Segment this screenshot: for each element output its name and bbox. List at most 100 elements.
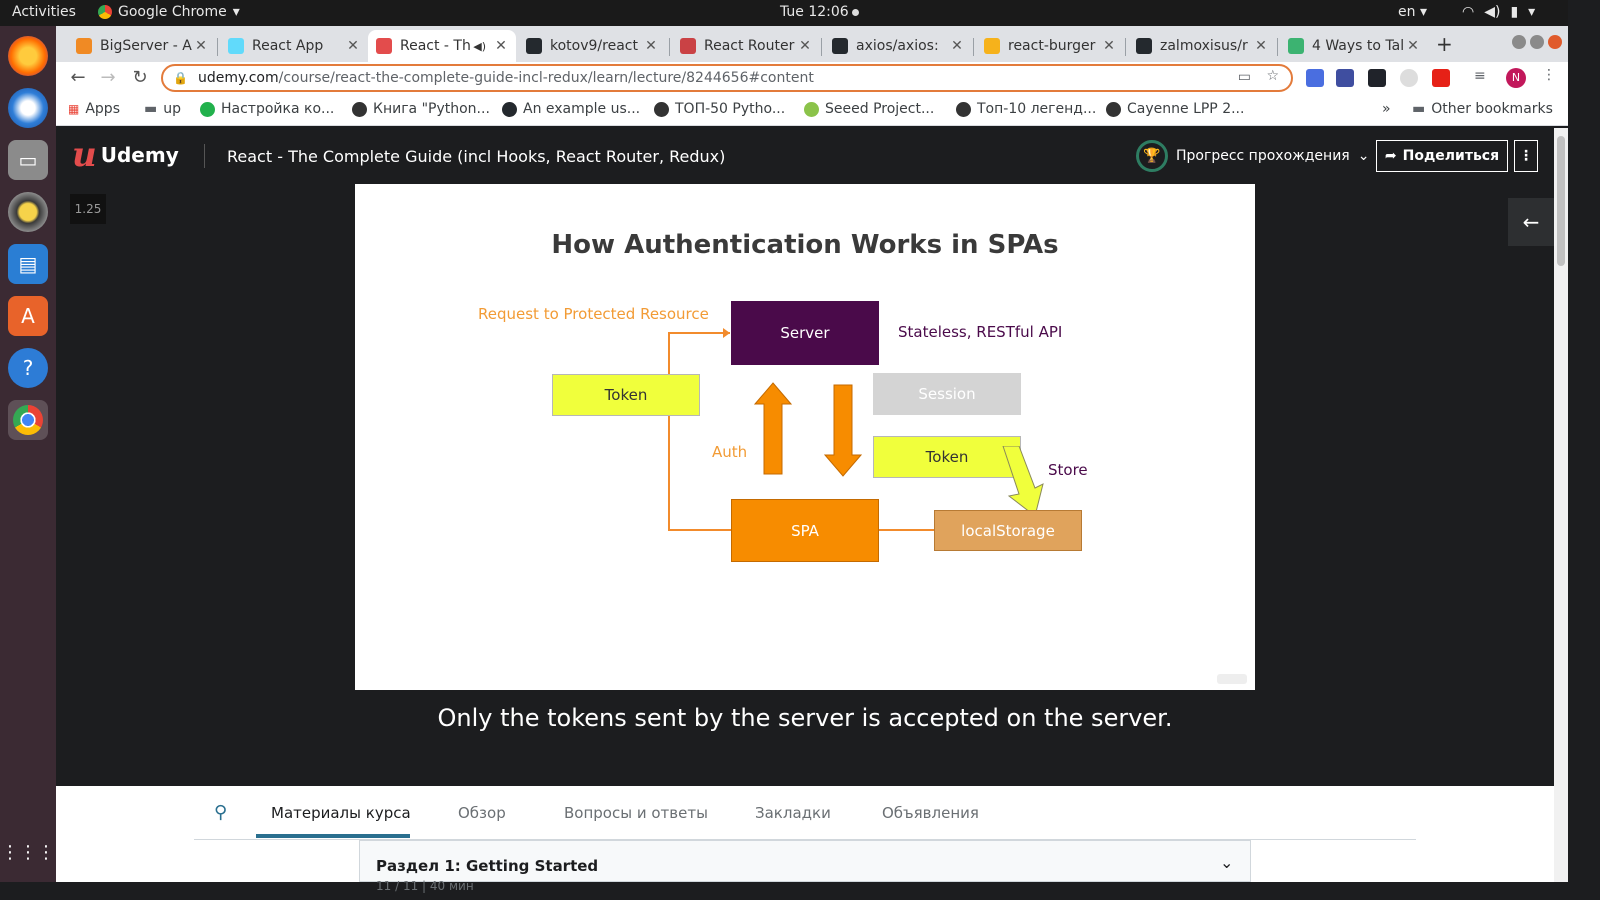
udemy-logo[interactable]: u Udemy (72, 138, 179, 172)
dock: ▭ ▤ A ? ⋮⋮⋮ (0, 26, 56, 882)
course-tabs: ⚲ Материалы курса Обзор Вопросы и ответы… (194, 786, 1416, 840)
video-caption: Only the tokens sent by the server is ac… (437, 704, 1173, 732)
browser-tab[interactable]: BigServer - A ✕ (68, 30, 216, 62)
bookmark-item[interactable]: Настройка ко... (200, 101, 334, 117)
tab-bookmarks[interactable]: Закладки (755, 804, 831, 822)
media-control-icon[interactable]: ≡ (1474, 68, 1486, 84)
browser-tab[interactable]: kotov9/react ✕ (518, 30, 666, 62)
bookmark-favicon-icon (200, 101, 215, 117)
address-bar[interactable]: 🔒 udemy.com/course/react-the-complete-gu… (161, 64, 1293, 92)
share-button[interactable]: ➦ Поделиться (1376, 140, 1508, 172)
chevron-down-icon: ⌄ (1357, 148, 1370, 164)
minimize-icon[interactable] (1512, 35, 1526, 49)
chrome-dock-icon[interactable] (8, 400, 48, 440)
menu-icon[interactable]: ⋮ (1542, 67, 1556, 83)
firefox-icon[interactable] (8, 36, 48, 76)
maximize-icon[interactable] (1530, 35, 1544, 49)
files-icon[interactable]: ▭ (8, 140, 48, 180)
translate-extension-icon[interactable] (1306, 69, 1324, 87)
activities-button[interactable]: Activities (12, 4, 76, 20)
playback-speed[interactable]: 1.25 (70, 194, 106, 224)
close-icon[interactable]: ✕ (347, 38, 359, 54)
spa-box: SPA (731, 499, 879, 562)
close-icon[interactable]: ✕ (1103, 38, 1115, 54)
tab-announcements[interactable]: Объявления (882, 804, 979, 822)
tab-overview[interactable]: Обзор (458, 804, 506, 822)
course-title[interactable]: React - The Complete Guide (incl Hooks, … (227, 147, 726, 166)
redux-devtools-icon[interactable] (1400, 69, 1418, 87)
language-indicator[interactable]: en ▾ (1398, 4, 1427, 20)
auth-arrow-up-icon (754, 382, 792, 475)
search-icon[interactable]: ⚲ (214, 802, 228, 823)
browser-tab[interactable]: axios/axios: ✕ (824, 30, 972, 62)
bookmark-folder-up[interactable]: ▬ up (144, 101, 181, 117)
wifi-icon: ◠ (1462, 4, 1475, 20)
system-tray[interactable]: ◠ ◀) ▮ ▾ (1462, 4, 1535, 20)
lock-icon: 🔒 (173, 71, 188, 85)
show-apps-icon[interactable]: ⋮⋮⋮ (1, 841, 55, 863)
browser-tab[interactable]: react-burger ✕ (976, 30, 1124, 62)
bookmark-item[interactable]: An example us... (502, 101, 640, 117)
close-icon[interactable]: ✕ (951, 38, 963, 54)
app-menu[interactable]: Google Chrome ▾ (98, 4, 240, 20)
progress-dropdown[interactable]: 🏆 Прогресс прохождения ⌄ (1136, 140, 1369, 172)
extension-icon[interactable] (1336, 69, 1354, 87)
close-icon[interactable]: ✕ (1255, 38, 1267, 54)
close-icon[interactable]: ✕ (645, 38, 657, 54)
token-box-right: Token (873, 436, 1021, 478)
bookmark-item[interactable]: ТОП-50 Pytho... (654, 101, 785, 117)
back-icon[interactable]: ← (70, 67, 86, 88)
bookmark-item[interactable]: Seeed Project... (804, 101, 934, 117)
tab-qa[interactable]: Вопросы и ответы (564, 804, 708, 822)
browser-tab[interactable]: React Router ✕ (672, 30, 820, 62)
clock[interactable]: Tue 12:06 (780, 4, 859, 20)
page-scrollbar[interactable] (1554, 128, 1568, 882)
more-options-button[interactable]: ⋮ (1514, 140, 1538, 172)
thunderbird-icon[interactable] (8, 88, 48, 128)
browser-tab[interactable]: React App ✕ (220, 30, 368, 62)
cast-icon[interactable]: ▭ (1237, 69, 1251, 85)
browser-tab[interactable]: zalmoxisus/r ✕ (1128, 30, 1276, 62)
close-icon[interactable]: ✕ (495, 38, 507, 54)
audio-icon[interactable]: ◀) (473, 39, 486, 53)
video-player[interactable]: 1.25 ← How Authentication Works in SPAs … (56, 184, 1554, 786)
new-tab-button[interactable]: + (1436, 32, 1453, 56)
writer-icon[interactable]: ▤ (8, 244, 48, 284)
reload-icon[interactable]: ↻ (132, 67, 148, 88)
window-close-icon[interactable] (1548, 35, 1562, 49)
chevron-down-icon: ▾ (1528, 4, 1536, 20)
close-icon[interactable]: ✕ (1407, 38, 1419, 54)
volume-icon: ◀) (1484, 4, 1501, 20)
bookmark-apps[interactable]: ▦ Apps (68, 101, 120, 117)
notification-dot-icon (851, 8, 859, 16)
react-devtools-icon[interactable] (1368, 69, 1386, 87)
course-section-header[interactable]: Раздел 1: Getting Started 11 / 11 | 40 м… (359, 840, 1251, 893)
logo-text: Udemy (100, 143, 179, 167)
bookmarks-overflow-icon[interactable]: » (1382, 101, 1391, 117)
close-icon[interactable]: ✕ (799, 38, 811, 54)
youtube-extension-icon[interactable] (1432, 69, 1450, 87)
server-box: Server (731, 301, 879, 365)
bookmark-item[interactable]: Топ-10 легенд... (956, 101, 1096, 117)
help-icon[interactable]: ? (8, 348, 48, 388)
bookmark-item[interactable]: Книга "Python... (352, 101, 490, 117)
browser-tab-active[interactable]: React - Th ◀) ✕ (368, 30, 516, 62)
other-bookmarks[interactable]: ▬ Other bookmarks (1412, 101, 1553, 117)
seeed-icon (804, 101, 819, 117)
scrollbar-thumb[interactable] (1557, 136, 1565, 266)
software-center-icon[interactable]: A (8, 296, 48, 336)
chevron-down-icon[interactable]: ⌄ (1220, 853, 1234, 872)
bookmark-label: Настройка ко... (221, 101, 335, 117)
slide-title: How Authentication Works in SPAs (551, 230, 1059, 260)
close-icon[interactable]: ✕ (195, 38, 207, 54)
tab-course-content[interactable]: Материалы курса (271, 804, 411, 822)
profile-avatar[interactable]: N (1506, 68, 1526, 88)
tab-favicon-icon (680, 38, 696, 54)
bookmark-item[interactable]: Cayenne LPP 2... (1106, 101, 1244, 117)
forward-icon[interactable]: → (100, 67, 116, 88)
browser-tab[interactable]: 4 Ways to Tal ✕ (1280, 30, 1428, 62)
back-arrow-icon[interactable]: ← (1508, 198, 1554, 246)
rhythmbox-icon[interactable] (8, 192, 48, 232)
progress-label: Прогресс прохождения (1176, 148, 1350, 164)
star-icon[interactable]: ☆ (1266, 68, 1279, 84)
